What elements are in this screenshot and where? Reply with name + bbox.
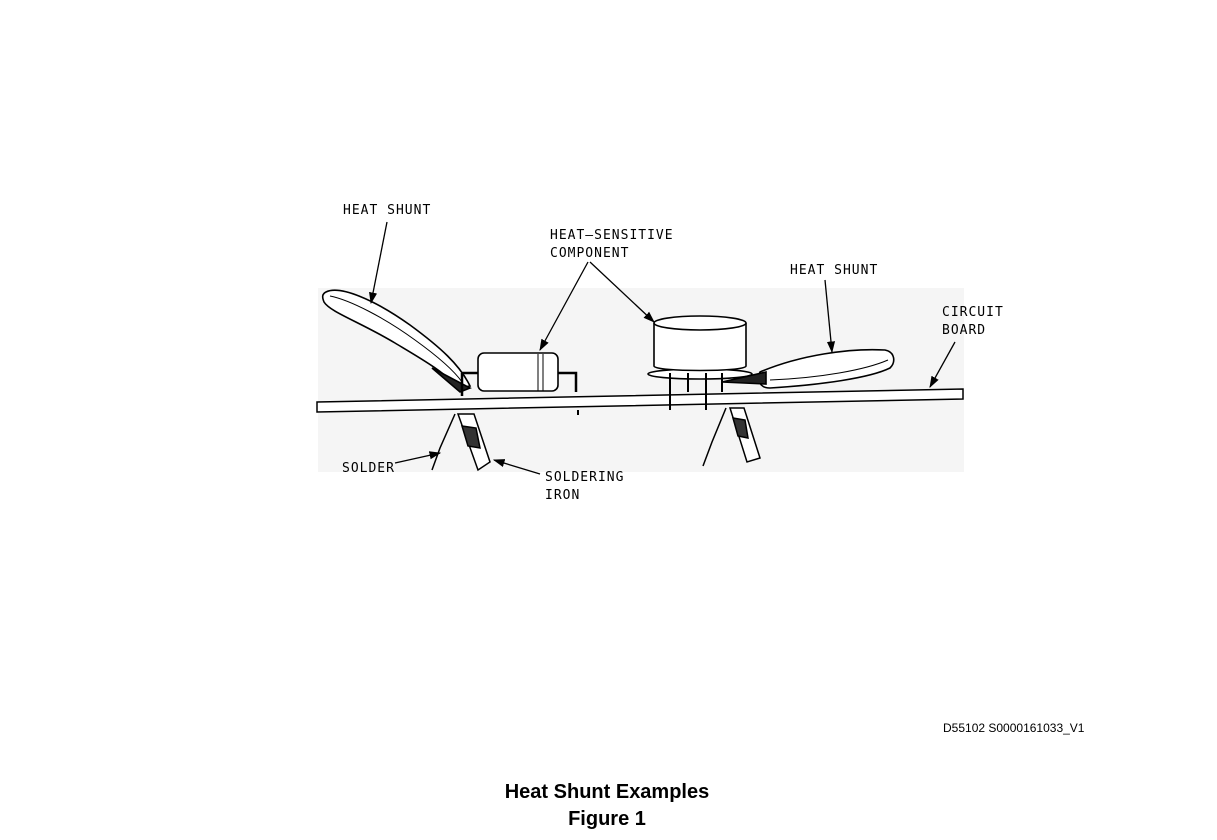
leader-lines (369, 221, 956, 475)
caption-figure-label: Figure 1 (568, 808, 646, 830)
diagram-background (318, 288, 964, 472)
label-soldering-iron-line2: IRON (545, 488, 580, 503)
heat-shunt-right (721, 348, 895, 389)
heat-shunt-left (321, 289, 472, 393)
circuit-board (316, 388, 964, 413)
label-soldering-iron-line1: SOLDERING (545, 470, 624, 485)
label-heat-sensitive-line1: HEAT–SENSITIVE (550, 228, 674, 243)
reference-code: D55102 S0000161033_V1 (943, 721, 1085, 735)
label-heat-sensitive-line2: COMPONENT (550, 246, 629, 261)
soldering-iron-left (431, 413, 491, 472)
axial-component (460, 352, 579, 415)
label-circuit-board-line2: BOARD (942, 323, 986, 338)
label-heat-shunt-left: HEAT SHUNT (343, 203, 431, 218)
can-component (647, 315, 753, 410)
label-heat-shunt-right: HEAT SHUNT (790, 263, 878, 278)
caption-title: Heat Shunt Examples (505, 781, 710, 803)
soldering-iron-right (702, 407, 761, 467)
label-circuit-board-line1: CIRCUIT (942, 305, 1004, 320)
label-solder: SOLDER (342, 461, 395, 476)
